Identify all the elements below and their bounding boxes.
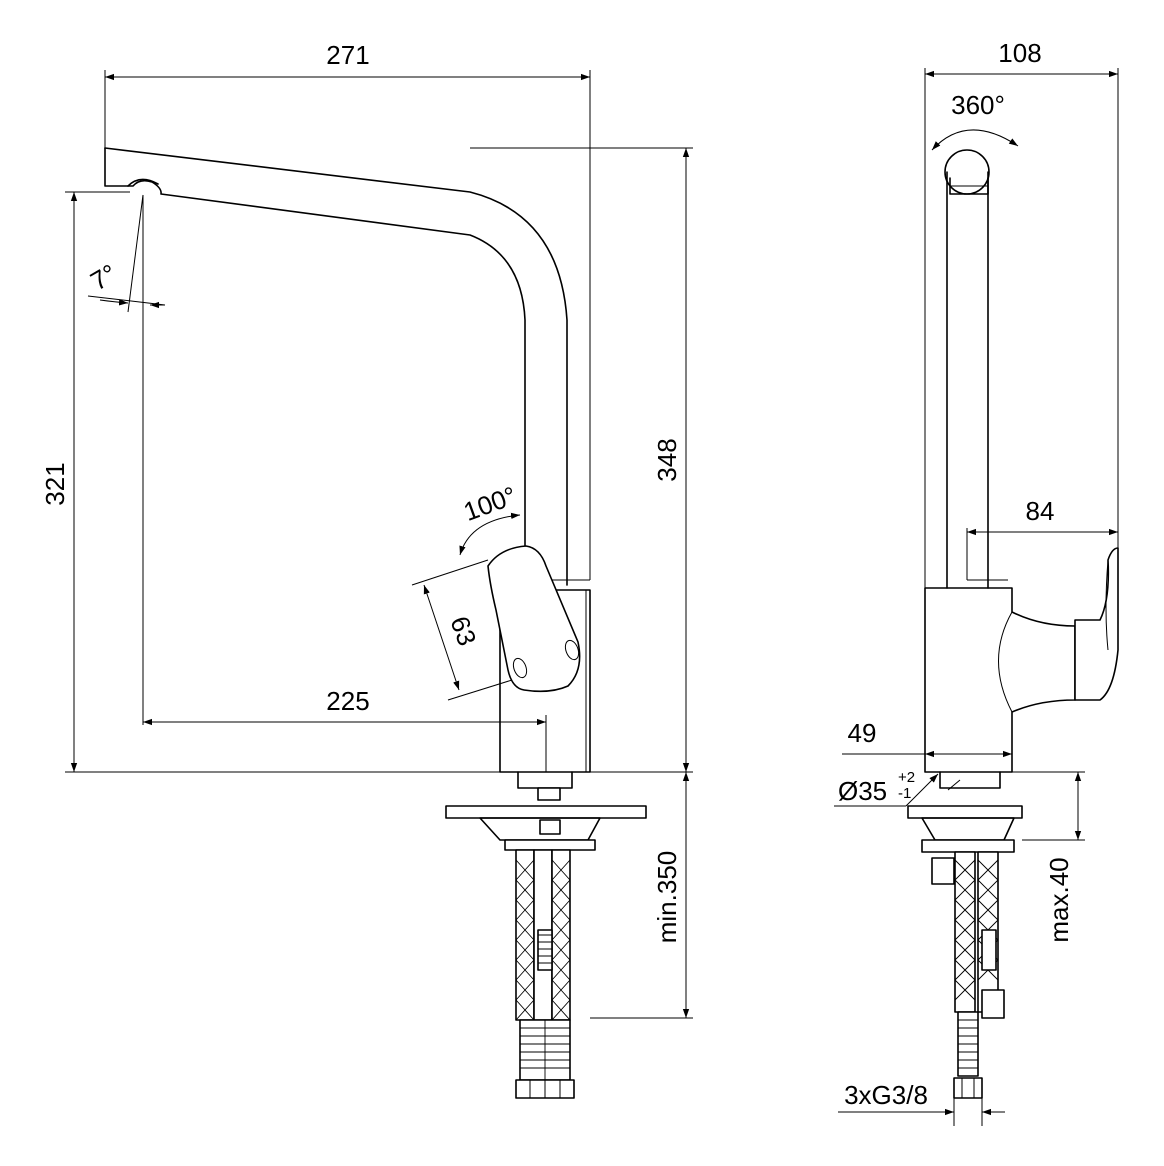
dim-height-348: 348 xyxy=(652,148,690,772)
dim-label-271: 271 xyxy=(326,40,369,70)
dim-tol-minus: -1 xyxy=(898,785,911,802)
dim-label-108: 108 xyxy=(998,38,1041,68)
dim-depth-108: 108 xyxy=(925,38,1118,78)
side-extension-lines xyxy=(924,68,1119,1126)
dim-label-63: 63 xyxy=(444,612,482,649)
faucet-side-body xyxy=(907,149,1119,1099)
dim-depth-min350: min.350 xyxy=(652,772,690,1018)
front-view: 271 348 321 7° 100° xyxy=(40,40,693,1099)
front-extension-lines xyxy=(65,70,693,1019)
dim-hole-35: Ø35 +2 -1 xyxy=(834,769,961,807)
dim-label-49: 49 xyxy=(848,718,877,748)
side-supply-hoses xyxy=(953,851,1005,1099)
dim-angle-7: 7° xyxy=(85,194,166,313)
dim-offset-84: 84 xyxy=(967,496,1118,536)
dim-label-360deg: 360° xyxy=(951,90,1005,120)
dim-width-271: 271 xyxy=(105,40,590,81)
side-view: 108 360° 84 49 Ø35 +2 -1 xyxy=(834,38,1119,1126)
faucet-front-body xyxy=(104,147,647,1099)
dim-label-321: 321 xyxy=(40,462,70,505)
dim-label-min350: min.350 xyxy=(652,851,682,944)
supply-hoses xyxy=(515,849,575,1099)
dim-base-49: 49 xyxy=(842,718,1012,758)
dim-height-321: 321 xyxy=(40,192,78,772)
dim-label-35: Ø35 xyxy=(838,776,887,806)
dim-label-max40: max.40 xyxy=(1044,857,1074,942)
dim-label-100deg: 100° xyxy=(460,480,521,527)
dim-tol-plus: +2 xyxy=(898,769,915,786)
dim-label-g38: 3xG3/8 xyxy=(844,1080,928,1110)
dim-reach-225: 225 xyxy=(143,686,546,726)
dim-label-84: 84 xyxy=(1026,496,1055,526)
dim-label-7deg: 7° xyxy=(85,258,122,296)
dim-connection-g38: 3xG3/8 xyxy=(838,1080,1005,1116)
dim-angle-100: 100° xyxy=(459,480,521,556)
dim-deck-max40: max.40 xyxy=(1044,772,1082,943)
dim-label-225: 225 xyxy=(326,686,369,716)
dim-rotation-360: 360° xyxy=(931,90,1019,151)
dim-label-348: 348 xyxy=(652,438,682,481)
